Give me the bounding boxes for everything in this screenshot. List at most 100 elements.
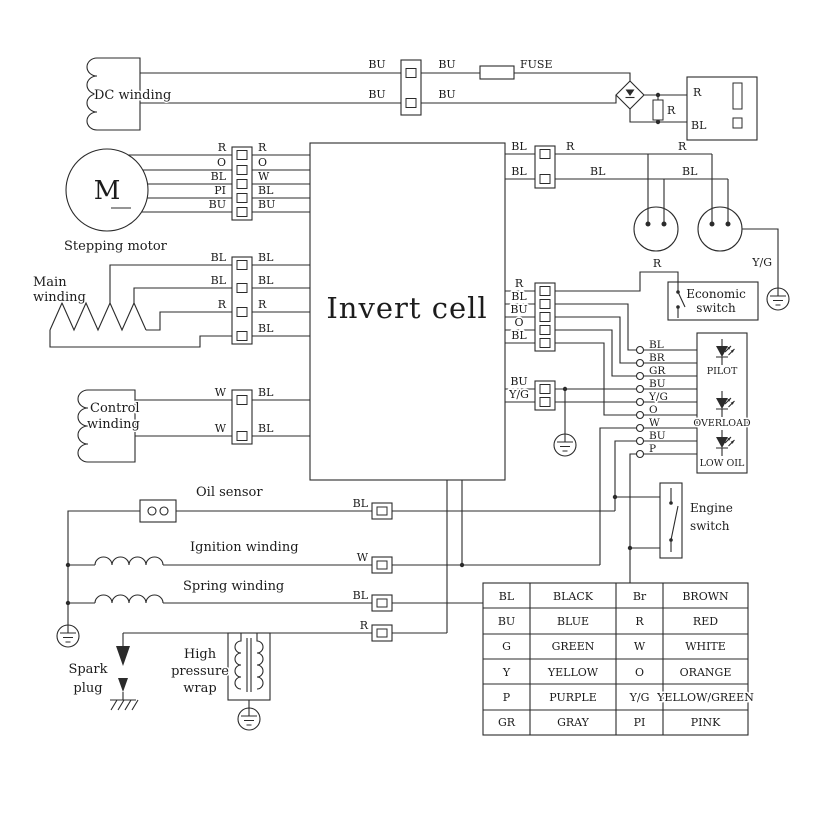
oil-sensor-label: Oil sensor xyxy=(196,485,263,500)
spring-winding-coil xyxy=(94,594,164,604)
wire-label: R xyxy=(515,277,524,290)
wire-label: W xyxy=(258,170,270,183)
main-winding-coil xyxy=(49,301,147,332)
wire-label: Y/G xyxy=(751,256,772,269)
wire-label: BU xyxy=(510,375,527,388)
connector-pins2 xyxy=(534,380,556,411)
oil-sensor-box xyxy=(139,499,177,523)
dc-outlet-box xyxy=(686,76,758,141)
connector-ac xyxy=(534,145,556,189)
legend-cell: Br xyxy=(633,590,647,603)
connector-motor xyxy=(231,146,253,221)
wire-label: R xyxy=(258,298,267,311)
spark-plug-electrode-bottom xyxy=(118,678,128,692)
wire-label: BL xyxy=(211,251,227,264)
control-winding-coil xyxy=(77,389,136,463)
indicator-pin-label: BL xyxy=(649,339,664,351)
connector-ignition xyxy=(371,556,393,574)
legend-cell: P xyxy=(503,691,511,704)
wire-label: R xyxy=(653,257,662,270)
legend-cell: Y xyxy=(502,666,511,679)
wire-label: W xyxy=(357,551,369,564)
wire-label: BL xyxy=(258,274,274,287)
overload-label: OVERLOAD xyxy=(693,418,751,429)
indicator-pin-label: O xyxy=(649,404,658,416)
indicator-pin xyxy=(635,384,645,394)
high-pressure-label: High xyxy=(184,647,217,662)
legend-cell: BROWN xyxy=(682,590,729,603)
indicator-pin xyxy=(635,449,645,459)
oil-sensor-terminal-1 xyxy=(147,506,157,516)
wire-label: BL xyxy=(511,329,527,342)
wire-label: R xyxy=(360,619,369,632)
indicator-pin-label: GR xyxy=(649,365,666,377)
wire-label: BU xyxy=(368,88,385,101)
legend-cell: RED xyxy=(693,615,718,628)
connectors xyxy=(231,59,556,642)
junction-dots xyxy=(65,92,731,606)
indicator-pin-label: BR xyxy=(649,352,666,364)
legend-cell: W xyxy=(634,640,646,653)
wire-label: R xyxy=(678,140,687,153)
economic-switch-feed xyxy=(555,271,679,292)
resistor-label: R xyxy=(667,104,676,117)
hp-transformer-core xyxy=(246,638,252,692)
economic-switch-label: Economic xyxy=(686,287,746,301)
spark-plug-label: plug xyxy=(73,681,102,696)
indicator-pin xyxy=(635,410,645,420)
ac-receptacle-2 xyxy=(697,206,743,252)
motor-wires xyxy=(128,154,310,213)
connector-oil xyxy=(371,502,393,520)
dc-winding-label: DC winding xyxy=(94,88,171,103)
economic-switch-label: switch xyxy=(696,301,736,315)
wire-label: R xyxy=(258,141,267,154)
wire-label: BL xyxy=(211,170,227,183)
indicator-pin xyxy=(635,397,645,407)
legend-cell: GREEN xyxy=(552,640,595,653)
ac-output-wires xyxy=(505,153,779,288)
rectifier-diode-icon xyxy=(625,89,635,96)
control-winding-label: winding xyxy=(87,417,140,432)
indicator-pin-label: BU xyxy=(649,430,666,442)
symbols xyxy=(56,92,790,731)
outlet-slot-top xyxy=(732,82,743,110)
wire-label: BL xyxy=(211,274,227,287)
oil-sensor-wires xyxy=(67,440,660,625)
outlet-resistor xyxy=(652,99,664,121)
pilot-label: PILOT xyxy=(707,366,738,377)
ground-icon-sensor xyxy=(553,433,577,457)
oil-sensor-terminal-2 xyxy=(159,506,169,516)
main-winding-label: Main xyxy=(33,275,67,290)
wire-label: BL xyxy=(258,422,274,435)
legend-cell: WHITE xyxy=(685,640,726,653)
ignition-winding-coil xyxy=(94,556,164,566)
wire-label: BL xyxy=(258,322,274,335)
stepping-motor-body xyxy=(65,148,149,232)
wire-label: BL xyxy=(258,251,274,264)
legend-cell: PI xyxy=(634,716,646,729)
indicator-pin-label: BU xyxy=(649,378,666,390)
connector-spring xyxy=(371,594,393,612)
control-winding-label: Control xyxy=(90,401,140,416)
invert-cell-label: Invert cell xyxy=(326,291,487,325)
main-winding-label: winding xyxy=(33,290,86,305)
hp-transformer-box xyxy=(227,632,271,701)
indicator-pin xyxy=(635,371,645,381)
wire-label: BL xyxy=(511,165,527,178)
engine-switch-label: switch xyxy=(690,519,730,533)
motor-symbol: M xyxy=(94,176,121,206)
control-pin-wires xyxy=(505,290,637,416)
wire-label: BL xyxy=(590,165,606,178)
outlet-r-label: R xyxy=(693,86,702,99)
hp-transformer-primary-coil xyxy=(234,633,242,690)
legend-cell: G xyxy=(502,640,511,653)
connector-hpw xyxy=(371,624,393,642)
engine-switch-blade xyxy=(670,488,679,552)
legend-cell: PURPLE xyxy=(549,691,597,704)
wire-label: BL xyxy=(258,184,274,197)
indicator-pin-wires xyxy=(643,349,697,455)
wire-label: R xyxy=(218,141,227,154)
wire-label: O xyxy=(217,156,226,169)
fuse-label: FUSE xyxy=(520,58,552,71)
